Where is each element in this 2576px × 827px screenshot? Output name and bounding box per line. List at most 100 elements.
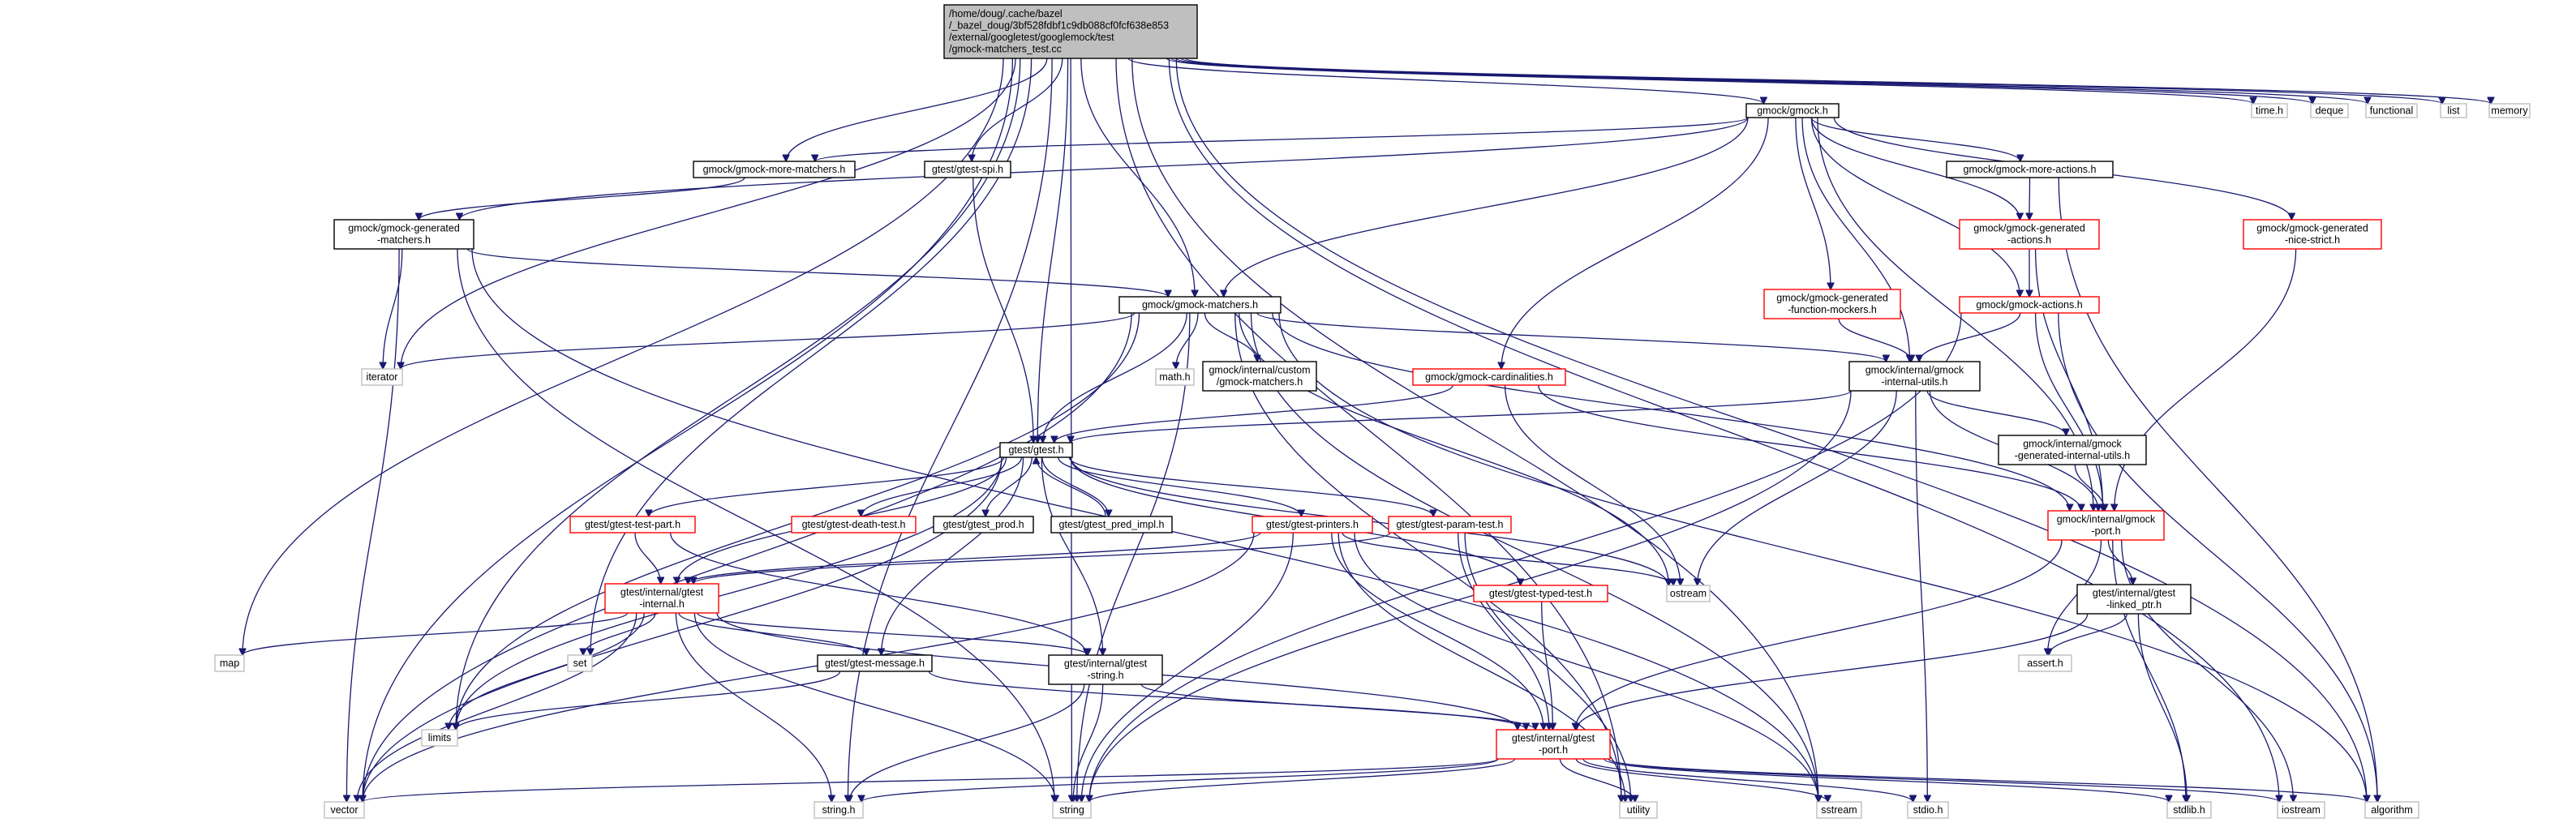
edge-line	[1559, 758, 1634, 802]
node-box	[1619, 801, 1658, 819]
edge-gmock_matchers-to-math_h	[1176, 312, 1199, 369]
node-custom-matchers[interactable]: gmock/internal/custom/gmock-matchers.h	[1202, 361, 1317, 392]
node-label: string.h	[822, 804, 856, 816]
node-label: gtest/gtest-typed-test.h	[1489, 588, 1592, 599]
node-label: -internal.h	[639, 598, 685, 610]
node-test-part[interactable]: gtest/gtest-test-part.h	[569, 516, 696, 533]
node-gtest-message[interactable]: gtest/gtest-message.h	[817, 654, 933, 672]
node-box	[2243, 219, 2382, 250]
node-typed-test[interactable]: gtest/gtest-typed-test.h	[1473, 585, 1608, 602]
node-pred-impl[interactable]: gtest/gtest_pred_impl.h	[1050, 516, 1173, 533]
edge-pred_impl-to-gtest_h	[1037, 457, 1106, 517]
edge-more_actions-to-algorithm	[2058, 177, 2377, 802]
node-cardinalities[interactable]: gmock/gmock-cardinalities.h	[1412, 368, 1566, 386]
edge-gmock_h-to-internal_utils	[1801, 117, 1910, 362]
edge-line	[1838, 318, 1911, 362]
edge-gmock_matchers-to-string	[1077, 312, 1191, 802]
edge-printers-to-utility	[1337, 532, 1625, 802]
edge-more_actions-to-gen_actions	[2029, 177, 2030, 220]
edge-internal_utils-to-stdio_h	[1915, 390, 1928, 802]
node-gen-actions[interactable]: gmock/gmock-generated-actions.h	[1959, 219, 2100, 250]
node-label: /home/doug/.cache/bazel	[949, 8, 1063, 19]
node-box	[814, 801, 864, 819]
edge-root-to-sstream	[1131, 58, 1818, 802]
node-ostream: ostream	[1666, 585, 1711, 602]
edge-gmock_port-to-iostream	[2121, 539, 2294, 802]
edge-line	[2058, 312, 2377, 802]
edge-gmock_h-to-more_matchers	[815, 117, 1749, 161]
node-label: gtest/gtest-param-test.h	[1396, 519, 1503, 530]
node-label: -linked_ptr.h	[2106, 599, 2162, 611]
node-internal-utils[interactable]: gmock/internal/gmock-internal-utils.h	[1848, 361, 1981, 392]
edge-line	[1604, 758, 2169, 802]
edge-gtest_h-to-pred_impl	[1041, 456, 1109, 516]
node-gen-internal-utils[interactable]: gmock/internal/gmock-generated-internal-…	[1998, 435, 2147, 465]
node-gtest-port[interactable]: gtest/internal/gtest-port.h	[1496, 729, 1611, 760]
edge-line	[419, 177, 745, 221]
node-linked-ptr[interactable]: gtest/internal/gtest-linked_ptr.h	[2076, 584, 2192, 615]
node-gmock-matchers[interactable]: gmock/gmock-matchers.h	[1118, 296, 1282, 314]
node-label: list	[2447, 105, 2460, 116]
edge-typed_test-to-gtest_port	[1541, 601, 1553, 730]
node-gmock-h[interactable]: gmock/gmock.h	[1745, 103, 1840, 118]
node-gen-nice-strict[interactable]: gmock/gmock-generated-nice-strict.h	[2243, 219, 2382, 250]
node-gtest-h[interactable]: gtest/gtest.h	[999, 442, 1073, 458]
node-box	[1050, 516, 1173, 533]
edge-gmock_matchers-to-vector	[363, 312, 1132, 802]
node-more-actions[interactable]: gmock/gmock-more-actions.h	[1946, 161, 2114, 178]
node-list: list	[2440, 103, 2467, 118]
node-label: stdlib.h	[2173, 804, 2205, 816]
edge-gen_matchers-to-iterator	[383, 248, 403, 369]
node-box	[1048, 654, 1163, 685]
edge-line	[466, 248, 1169, 297]
node-gen-matchers[interactable]: gmock/gmock-generated-matchers.h	[333, 219, 474, 250]
edge-line	[457, 248, 1054, 802]
edge-gtest_spi-to-gtest_h	[972, 177, 1033, 443]
node-gtest-string[interactable]: gtest/internal/gtest-string.h	[1048, 654, 1163, 685]
node-gmock-actions[interactable]: gmock/gmock-actions.h	[1959, 296, 2100, 314]
node-param-test[interactable]: gtest/gtest-param-test.h	[1388, 516, 1512, 533]
node-label: set	[573, 658, 587, 669]
edge-root-to-gmock_matchers	[1080, 58, 1195, 297]
edge-line	[693, 612, 1055, 802]
node-label: gmock/gmock-matchers.h	[1142, 299, 1258, 311]
edge-internal_utils-to-ostream	[1698, 390, 1897, 585]
edge-root-to-time_h	[1166, 58, 2253, 104]
node-more-matchers[interactable]: gmock/gmock-more-matchers.h	[693, 161, 856, 178]
edge-line	[1608, 758, 2279, 802]
node-death-test[interactable]: gtest/gtest-death-test.h	[791, 516, 917, 533]
node-gtest-internal[interactable]: gtest/internal/gtest-internal.h	[604, 583, 719, 614]
node-printers[interactable]: gtest/gtest-printers.h	[1252, 516, 1373, 533]
node-root[interactable]: /home/doug/.cache/bazel/_bazel_doug/3bf5…	[943, 4, 1198, 59]
node-label: -port.h	[1539, 744, 1568, 756]
edge-line	[1068, 456, 1433, 516]
edge-line	[786, 58, 1048, 161]
node-box	[1959, 219, 2100, 250]
node-label: gtest/gtest-printers.h	[1266, 519, 1359, 530]
edge-line	[590, 58, 1033, 655]
edge-root-to-more_matchers	[786, 58, 1048, 161]
edge-gmock_h-to-cardinalities	[1501, 117, 1769, 369]
node-box	[1155, 368, 1195, 386]
edge-line	[363, 58, 1014, 802]
edge-line	[1204, 312, 1257, 362]
node-gmock-port[interactable]: gmock/internal/gmock-port.h	[2047, 510, 2165, 541]
node-gtest-spi[interactable]: gtest/gtest-spi.h	[924, 161, 1011, 178]
node-gen-fmockers[interactable]: gmock/gmock-generated-function-mockers.h	[1763, 289, 1901, 319]
edge-line	[1272, 312, 2070, 511]
edge-root-to-utility	[1115, 58, 1621, 802]
edge-line	[1577, 613, 2089, 730]
edge-line	[1168, 58, 2279, 802]
node-box	[943, 4, 1198, 59]
edge-cardinalities-to-gtest_h	[1054, 384, 1453, 443]
edge-gtest_port-to-vector	[363, 758, 1499, 802]
edge-root-to-set	[590, 58, 1033, 655]
edge-gmock_matchers-to-algorithm	[1278, 312, 2367, 802]
edge-root-to-gtest_spi	[972, 58, 1063, 161]
node-deque: deque	[2310, 103, 2349, 118]
edge-gmock_matchers-to-custom_matchers	[1204, 312, 1257, 362]
edge-line	[1795, 117, 1831, 289]
node-gtest-prod[interactable]: gtest/gtest_prod.h	[933, 516, 1034, 533]
edge-gtest_message-to-gtest_port	[928, 671, 1526, 731]
edge-line	[1458, 532, 1549, 730]
